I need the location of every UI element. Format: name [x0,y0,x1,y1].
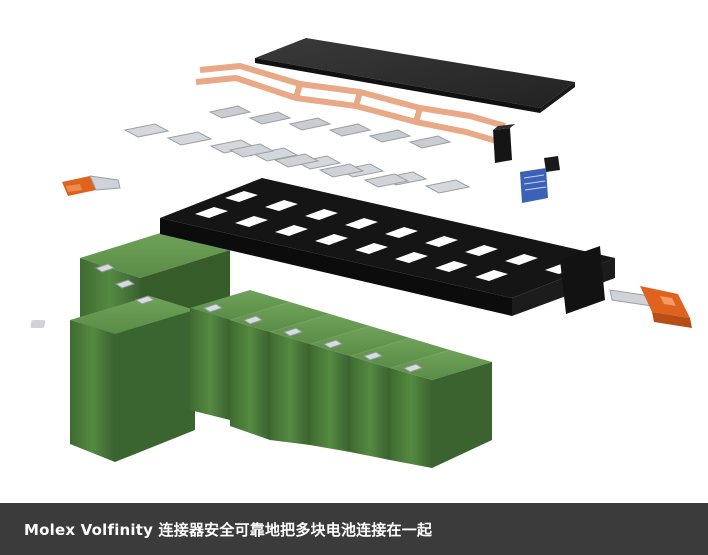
terminal-connector-left-orange [62,175,121,196]
busbar-row-upper [208,105,452,149]
caption-bar: Molex Volfinity 连接器安全可靠地把多块电池连接在一起 [0,503,708,555]
cell-holder-frame [160,178,615,316]
flex-pcb-strip [195,63,506,145]
cell-terminal-pads [94,263,424,373]
battery-module-exploded-view [30,38,692,468]
caption-text: Molex Volfinity 连接器安全可靠地把多块电池连接在一起 [24,520,433,539]
header-connector-black [493,124,515,163]
battery-cells-front-row [190,290,492,468]
battery-cell-left-large [30,296,195,462]
terminal-connector-right-orange [609,286,692,328]
top-cover-plate [255,38,575,113]
ribbon-connector-blue [520,156,560,203]
busbar-row-lower [228,143,410,188]
